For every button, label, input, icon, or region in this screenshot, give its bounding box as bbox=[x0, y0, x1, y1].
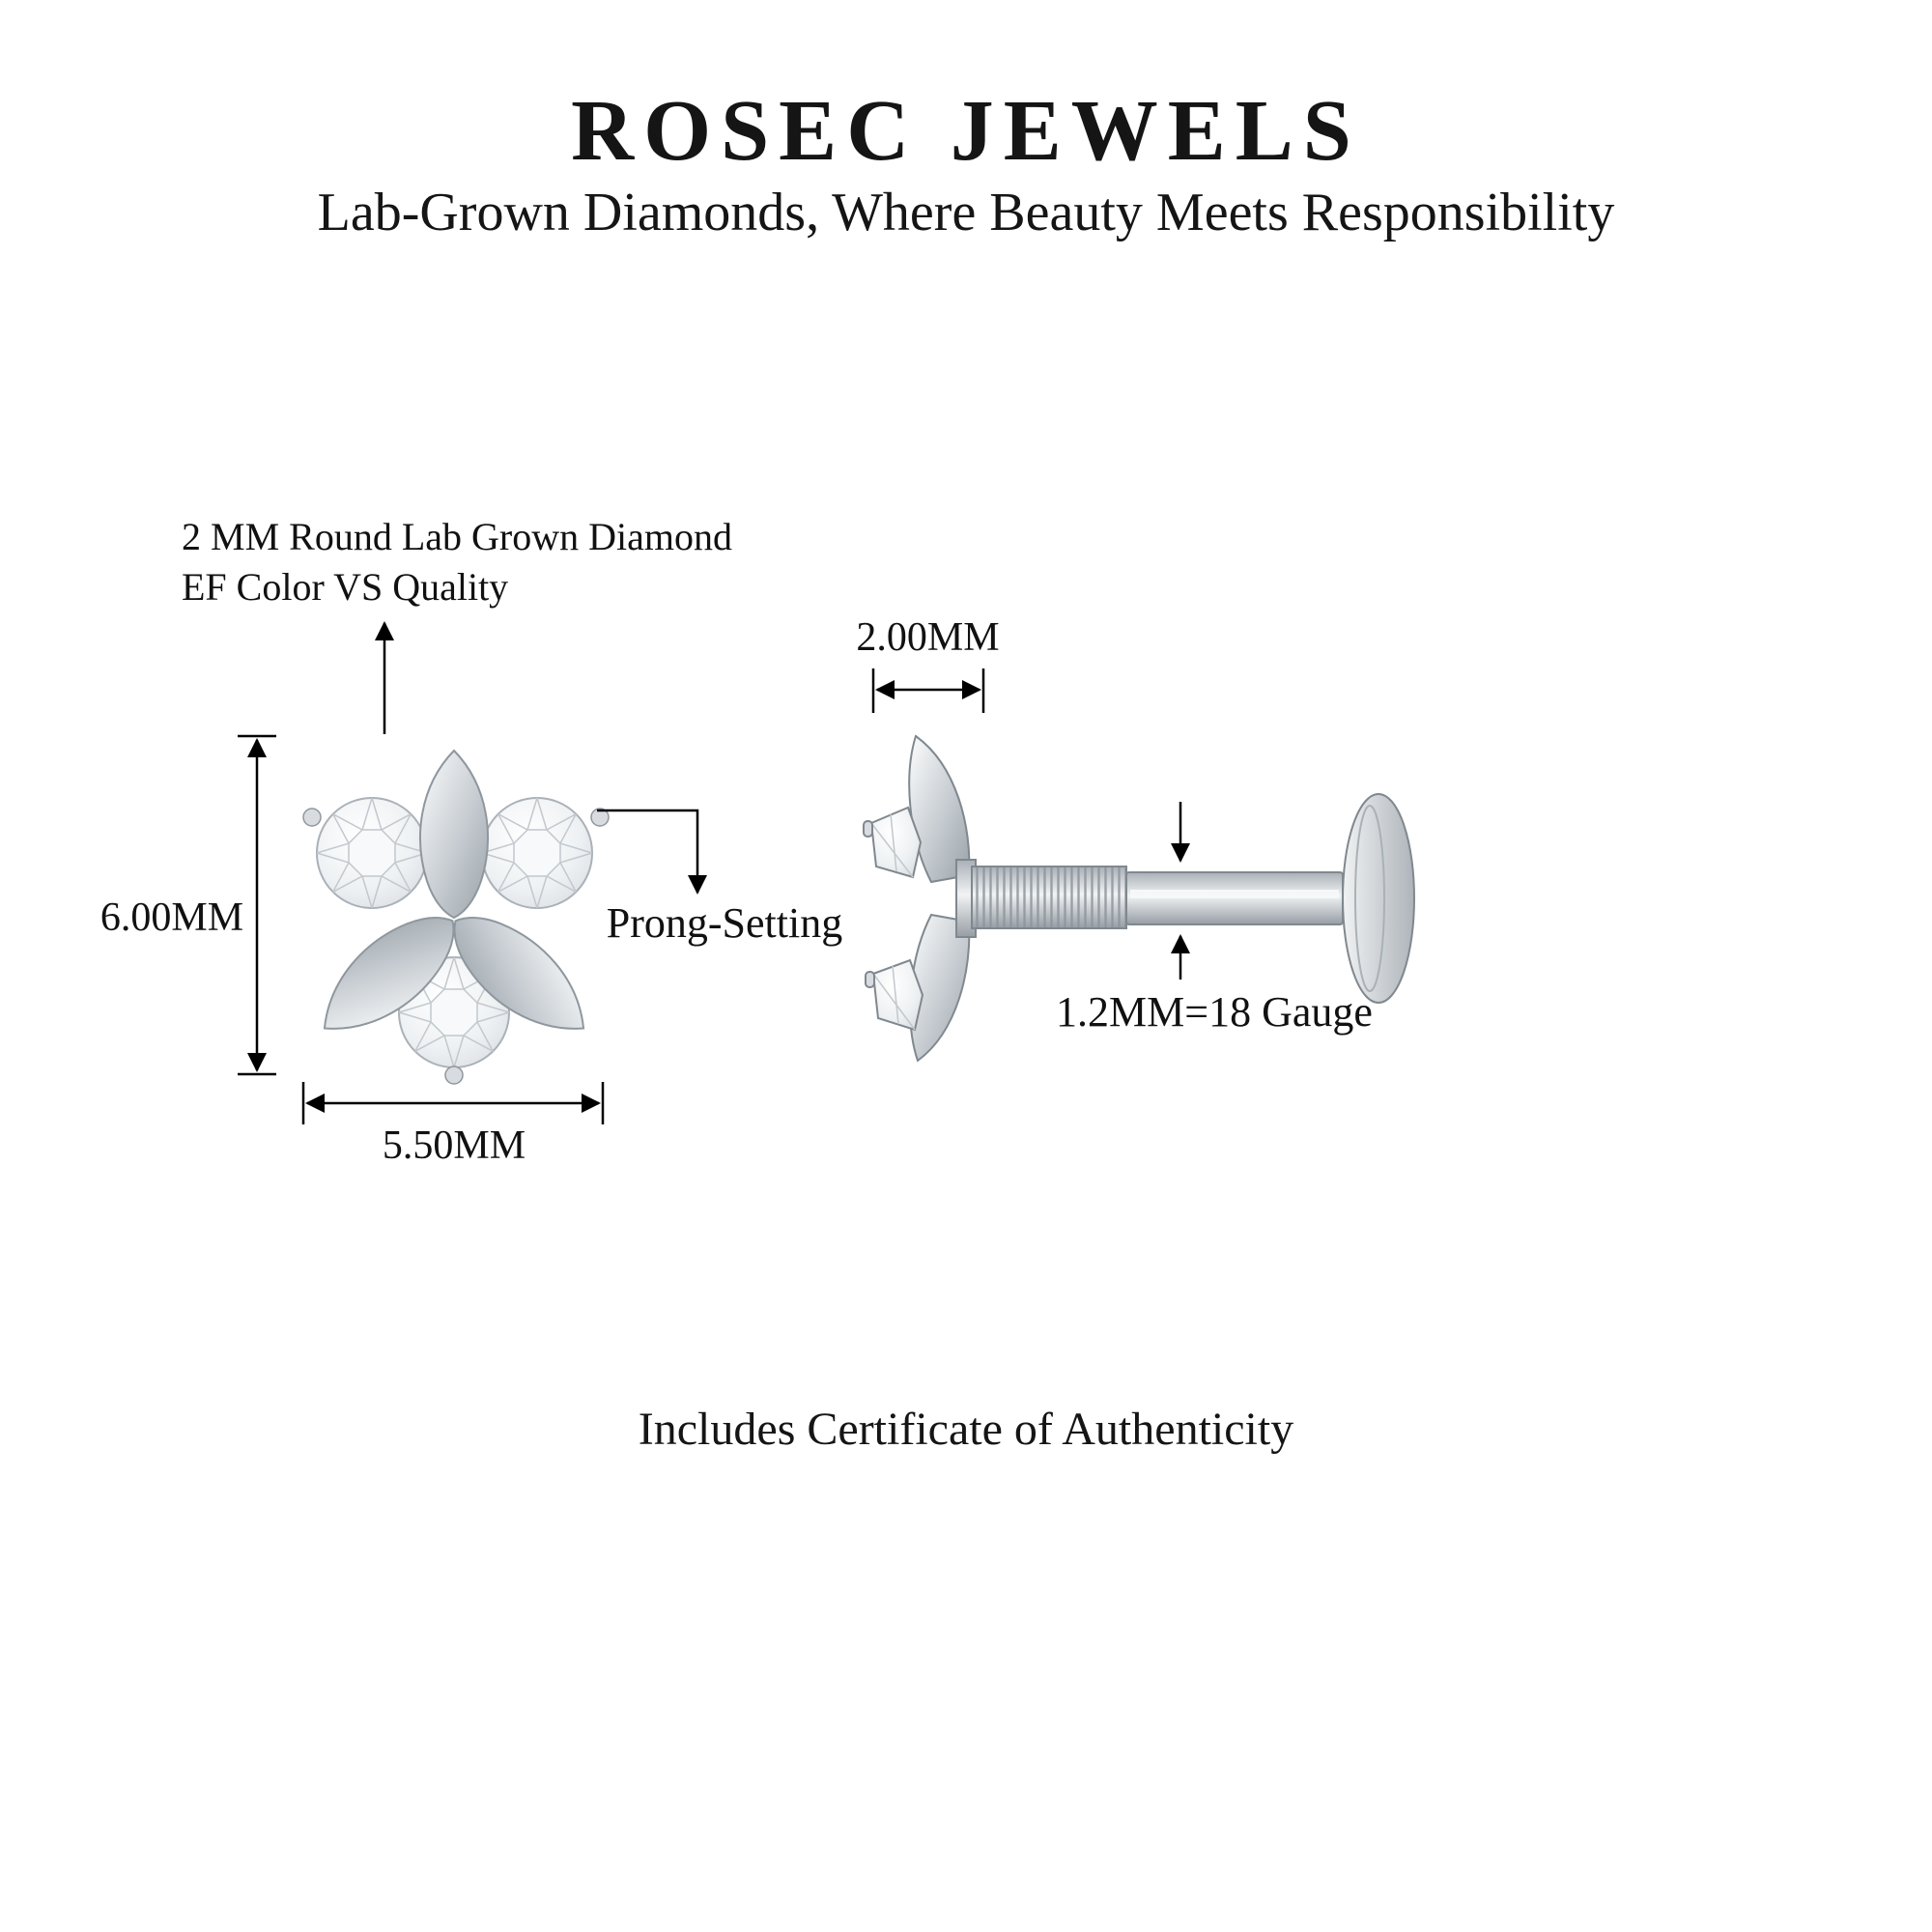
post-gauge-label: 1.2MM=18 Gauge bbox=[1056, 988, 1373, 1036]
dimension-lines bbox=[238, 621, 1190, 1124]
front-view-illustration bbox=[301, 750, 610, 1085]
threaded-post bbox=[971, 866, 1127, 929]
prong bbox=[444, 1065, 464, 1085]
side-diamond-top bbox=[869, 806, 923, 879]
stone-annotation-line-1: 2 MM Round Lab Grown Diamond bbox=[182, 515, 732, 558]
side-prong-nub bbox=[865, 971, 875, 988]
width-dimension-label: 5.50MM bbox=[382, 1123, 526, 1168]
footer-note: Includes Certificate of Authenticity bbox=[638, 1404, 1294, 1455]
prong-setting-arrow bbox=[597, 809, 707, 895]
stone-annotation: 2 MM Round Lab Grown Diamond EF Color VS… bbox=[182, 512, 732, 612]
page-subtitle: Lab-Grown Diamonds, Where Beauty Meets R… bbox=[317, 183, 1615, 242]
height-dimension-label: 6.00MM bbox=[99, 895, 244, 940]
side-head bbox=[863, 734, 977, 1063]
round-diamond-top-left bbox=[316, 797, 428, 909]
side-petal-top bbox=[908, 734, 971, 884]
side-diamond-bottom bbox=[871, 958, 924, 1032]
side-view-illustration bbox=[863, 734, 1415, 1063]
round-diamond-top-right bbox=[481, 797, 593, 909]
prong bbox=[302, 808, 322, 827]
stone-annotation-line-2: EF Color VS Quality bbox=[182, 565, 509, 609]
head-width-dimension-label: 2.00MM bbox=[856, 615, 1000, 660]
page-title: ROSEC JEWELS bbox=[571, 83, 1361, 179]
side-prong-nub bbox=[863, 820, 873, 838]
post-bar bbox=[1125, 871, 1344, 925]
flat-back-disc bbox=[1342, 793, 1415, 1004]
prongs bbox=[302, 808, 610, 1085]
prong-setting-label: Prong-Setting bbox=[606, 899, 843, 947]
prong bbox=[590, 808, 610, 827]
